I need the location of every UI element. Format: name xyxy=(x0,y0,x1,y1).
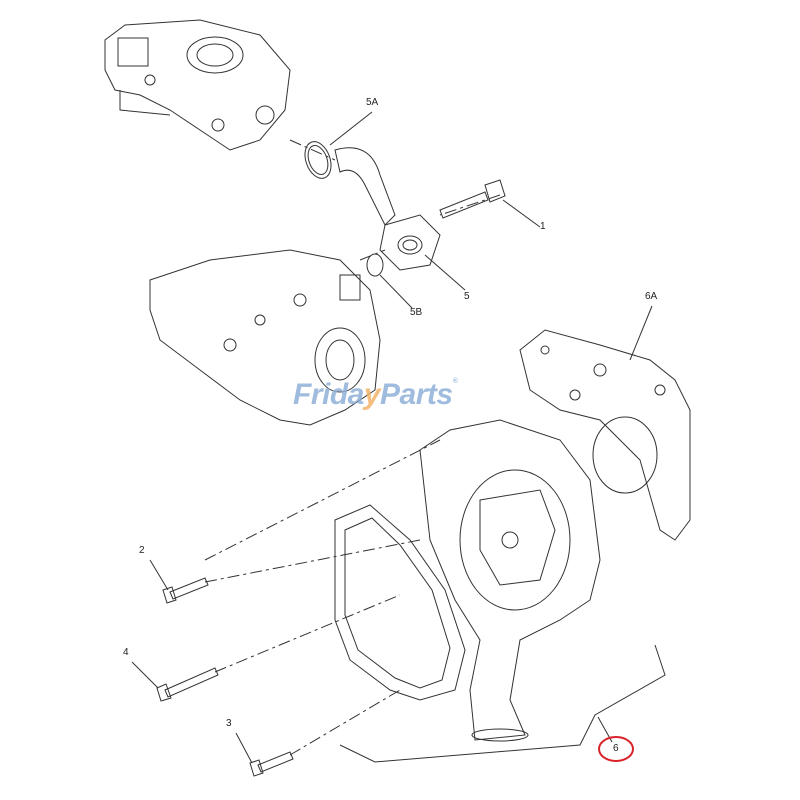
callout-5B: 5B xyxy=(410,307,423,318)
callout-1: 1 xyxy=(540,221,546,232)
callout-3: 3 xyxy=(226,718,232,729)
o-ring-5A xyxy=(304,141,332,179)
bolt-2 xyxy=(162,577,209,604)
upper-housing xyxy=(104,19,291,151)
bolt-1 xyxy=(439,179,506,219)
engine-block xyxy=(149,249,381,426)
bolt-4 xyxy=(156,667,219,702)
watermark-logo: FridayParts® xyxy=(293,378,458,411)
callout-6-highlight xyxy=(598,736,634,762)
o-ring-5B xyxy=(366,253,384,277)
pump-gasket xyxy=(334,504,466,701)
callout-4: 4 xyxy=(123,647,129,658)
bolt-3 xyxy=(249,751,294,777)
alignment-lines xyxy=(204,139,501,756)
callout-6: 6 xyxy=(613,743,619,754)
leader-lines xyxy=(131,111,666,764)
callout-5: 5 xyxy=(464,291,470,302)
callout-5A: 5A xyxy=(366,97,379,108)
elbow-tube xyxy=(334,147,441,271)
callout-2: 2 xyxy=(139,545,145,556)
water-pump xyxy=(419,419,601,742)
callout-6A: 6A xyxy=(645,291,658,302)
gasket-6A xyxy=(519,329,691,541)
